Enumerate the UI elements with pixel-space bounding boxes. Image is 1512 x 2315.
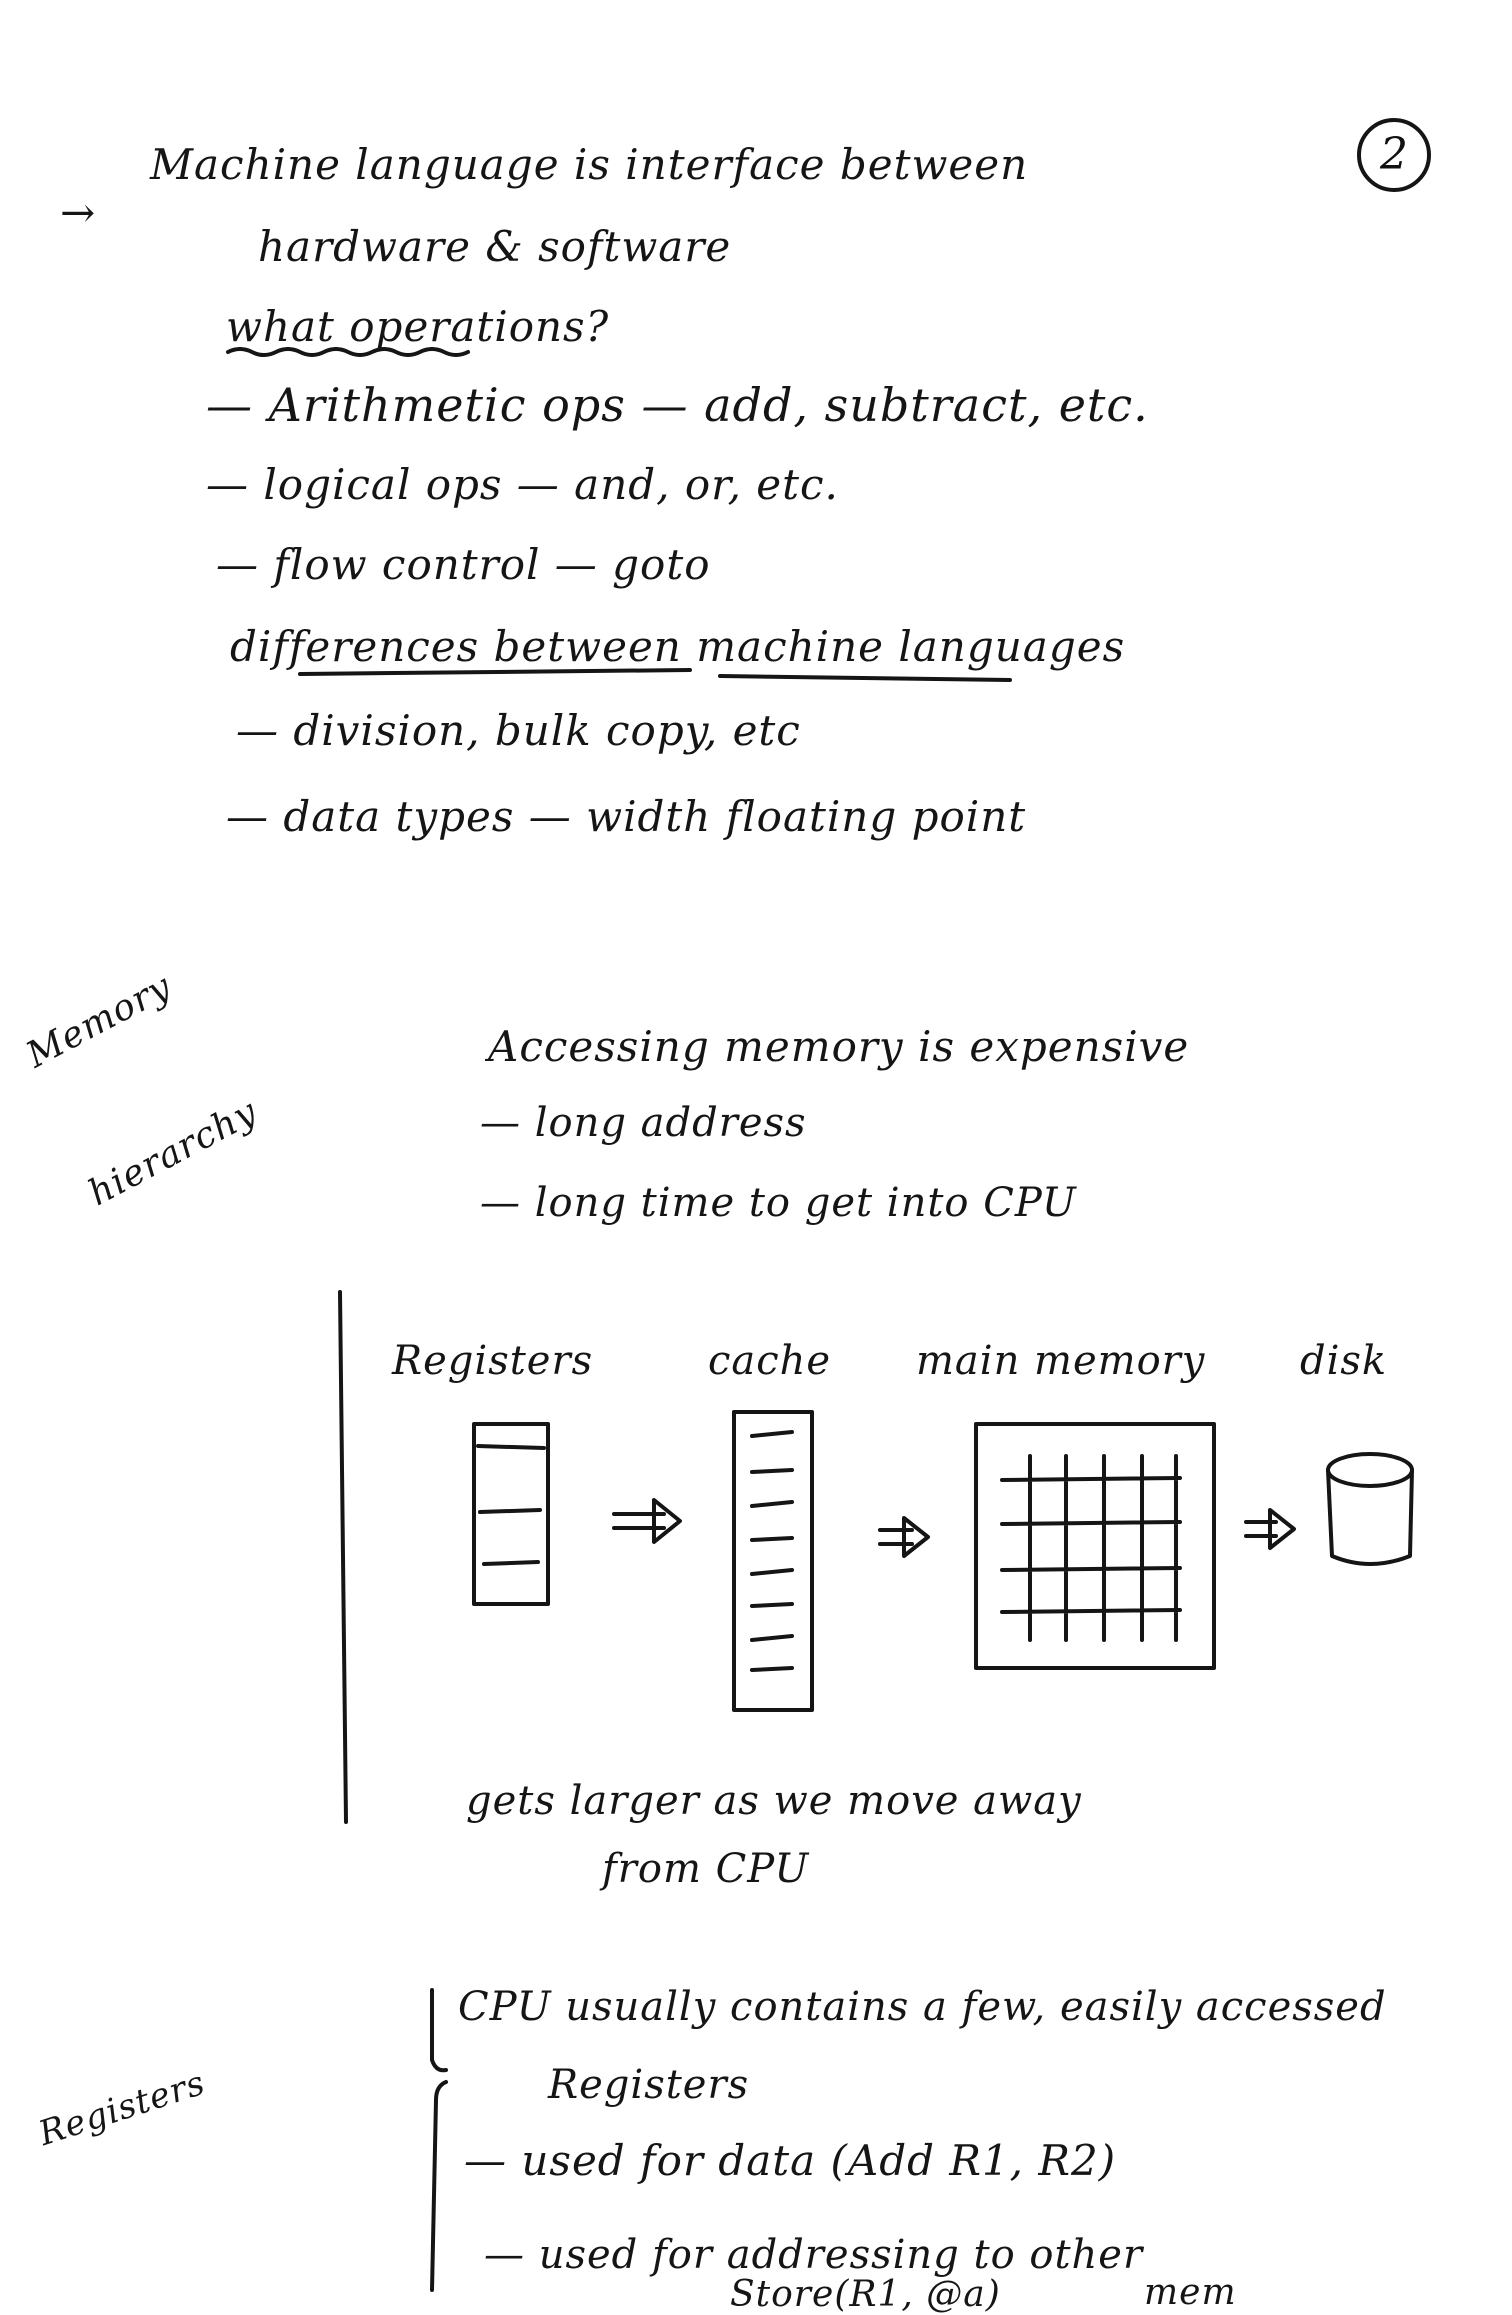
label-registers: Registers xyxy=(392,1338,594,1384)
disk-cylinder-body xyxy=(1326,1468,1414,1566)
cache-box-lines xyxy=(750,1430,794,1672)
memory-heading: Accessing memory is expensive xyxy=(488,1022,1190,1071)
op-logical: — logical ops — and, or, etc. xyxy=(206,460,839,509)
diff-division: — division, bulk copy, etc xyxy=(236,706,801,755)
registers-line-3: — used for data (Add R1, R2) xyxy=(464,2136,1117,2185)
op-flow-control: — flow control — goto xyxy=(216,540,711,589)
registers-line-1: CPU usually contains a few, easily acces… xyxy=(458,1984,1387,2030)
memory-point-time: — long time to get into CPU xyxy=(480,1180,1077,1226)
heading-operations: what operations? xyxy=(226,302,610,351)
main-memory-outer-box xyxy=(974,1422,1216,1670)
memory-bracket-line xyxy=(338,1290,348,1824)
memory-footer-line-1: gets larger as we move away xyxy=(466,1778,1082,1824)
memory-point-address: — long address xyxy=(480,1100,807,1146)
arrow-bullet: → xyxy=(60,188,97,237)
registers-bracket-main xyxy=(430,2080,448,2292)
underline-heading-operations xyxy=(226,347,470,357)
heading-differences: differences between machine languages xyxy=(230,622,1126,671)
arrow-memory-to-disk xyxy=(1244,1508,1296,1550)
intro-line-1: Machine language is interface between xyxy=(150,140,1029,189)
arrow-registers-to-cache xyxy=(612,1498,682,1544)
arrow-cache-to-memory xyxy=(878,1516,930,1558)
op-arithmetic: — Arithmetic ops — add, subtract, etc. xyxy=(206,378,1149,432)
cache-box xyxy=(732,1410,814,1712)
memory-footer-line-2: from CPU xyxy=(602,1846,810,1892)
label-main-memory: main memory xyxy=(916,1338,1206,1384)
label-disk: disk xyxy=(1300,1338,1388,1384)
registers-box-lines xyxy=(476,1444,546,1566)
disk-cylinder-top xyxy=(1326,1452,1414,1488)
page-number-circle xyxy=(1357,118,1431,192)
registers-line-4: — used for addressing to other xyxy=(484,2232,1144,2278)
main-memory-grid xyxy=(1000,1454,1182,1642)
page-number: 2 xyxy=(1380,129,1408,180)
registers-line-2: Registers xyxy=(548,2062,750,2108)
registers-bracket-top xyxy=(430,1988,448,2073)
label-cache: cache xyxy=(708,1338,832,1384)
registers-box xyxy=(472,1422,550,1606)
diff-data-types: — data types — width floating point xyxy=(226,792,1027,841)
underline-heading-differences xyxy=(298,668,1012,682)
intro-line-2: hardware & software xyxy=(258,222,732,271)
